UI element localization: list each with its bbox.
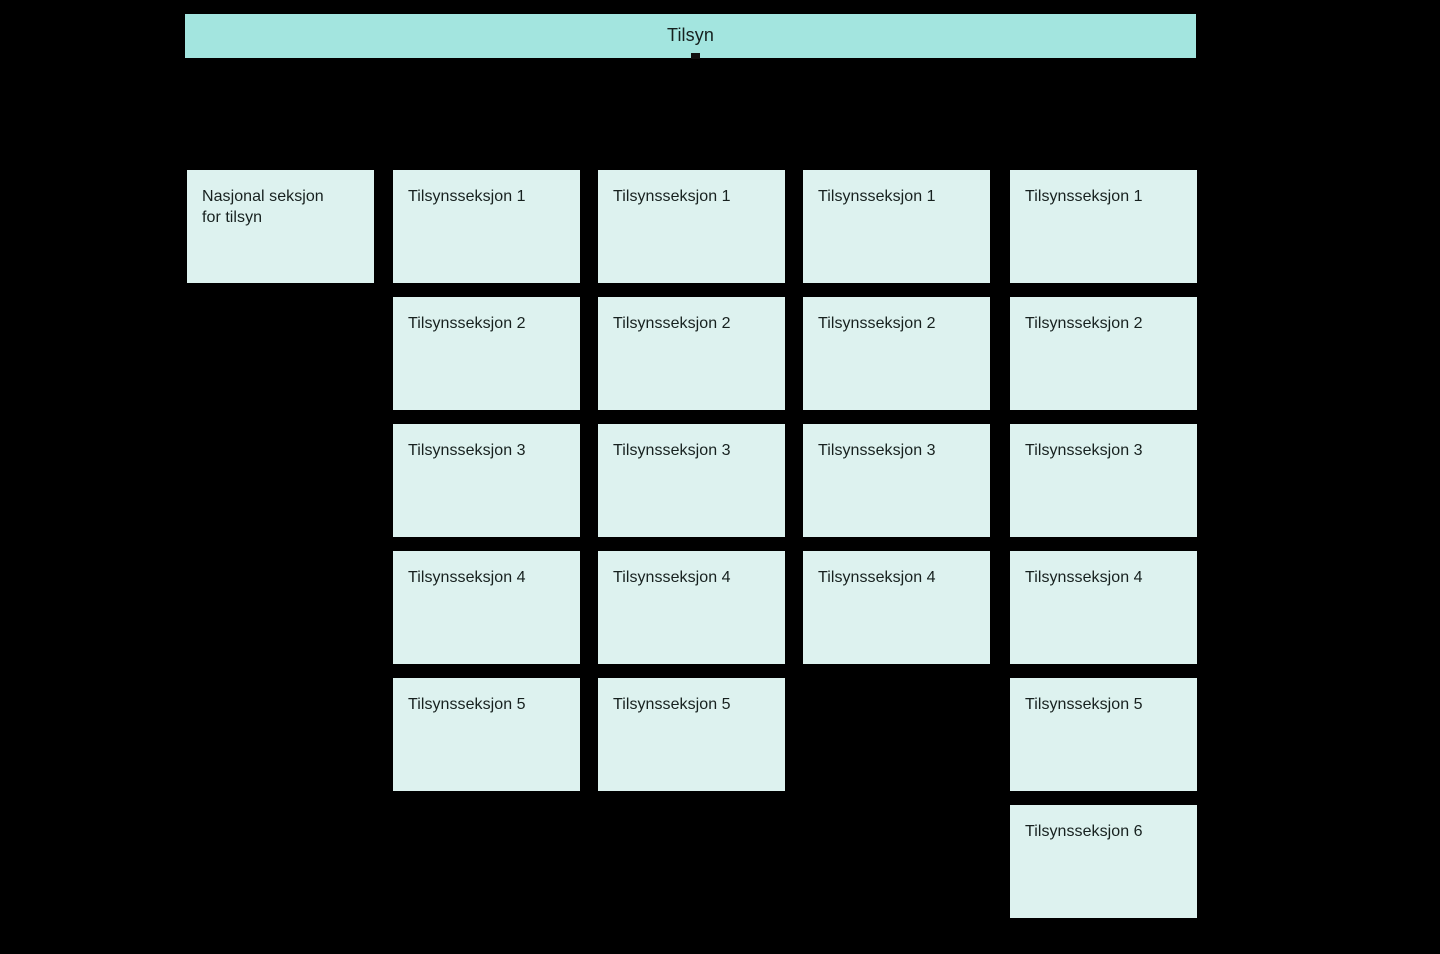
org-card[interactable]: Tilsynsseksjon 5: [393, 678, 580, 791]
org-card-label: Tilsynsseksjon 4: [818, 569, 936, 586]
org-card-label: Tilsynsseksjon 1: [613, 188, 731, 205]
org-card-label: Tilsynsseksjon 2: [818, 315, 936, 332]
org-card[interactable]: Tilsynsseksjon 2: [1010, 297, 1197, 410]
org-card[interactable]: Tilsynsseksjon 5: [1010, 678, 1197, 791]
org-card[interactable]: Nasjonal seksjon for tilsyn: [187, 170, 374, 283]
org-card-label: Tilsynsseksjon 6: [1025, 823, 1143, 840]
org-card[interactable]: Tilsynsseksjon 3: [598, 424, 785, 537]
org-card-label: Tilsynsseksjon 1: [818, 188, 936, 205]
org-card[interactable]: Tilsynsseksjon 2: [393, 297, 580, 410]
org-card[interactable]: Tilsynsseksjon 5: [598, 678, 785, 791]
org-card-label: Tilsynsseksjon 3: [1025, 442, 1143, 459]
org-card-label: Tilsynsseksjon 1: [408, 188, 526, 205]
org-card[interactable]: Tilsynsseksjon 3: [803, 424, 990, 537]
org-card-label: Tilsynsseksjon 2: [1025, 315, 1143, 332]
org-card[interactable]: Tilsynsseksjon 4: [1010, 551, 1197, 664]
org-card-label: Tilsynsseksjon 5: [613, 696, 731, 713]
org-card[interactable]: Tilsynsseksjon 1: [598, 170, 785, 283]
org-card-label: Nasjonal seksjon for tilsyn: [202, 188, 324, 227]
org-card[interactable]: Tilsynsseksjon 1: [803, 170, 990, 283]
org-card[interactable]: Tilsynsseksjon 2: [803, 297, 990, 410]
org-card-label: Tilsynsseksjon 4: [1025, 569, 1143, 586]
org-card[interactable]: Tilsynsseksjon 4: [393, 551, 580, 664]
org-card[interactable]: Tilsynsseksjon 4: [598, 551, 785, 664]
org-card[interactable]: Tilsynsseksjon 2: [598, 297, 785, 410]
org-card-label: Tilsynsseksjon 3: [408, 442, 526, 459]
org-card-label: Tilsynsseksjon 2: [408, 315, 526, 332]
org-card-label: Tilsynsseksjon 4: [613, 569, 731, 586]
org-card-label: Tilsynsseksjon 4: [408, 569, 526, 586]
org-card[interactable]: Tilsynsseksjon 6: [1010, 805, 1197, 918]
org-card-label: Tilsynsseksjon 2: [613, 315, 731, 332]
banner-connector-stub: [691, 53, 700, 59]
top-banner: Tilsyn: [185, 14, 1196, 58]
org-card[interactable]: Tilsynsseksjon 1: [393, 170, 580, 283]
org-card-label: Tilsynsseksjon 3: [613, 442, 731, 459]
top-banner-label: Tilsyn: [667, 25, 714, 46]
org-card[interactable]: Tilsynsseksjon 1: [1010, 170, 1197, 283]
org-card[interactable]: Tilsynsseksjon 4: [803, 551, 990, 664]
org-card-label: Tilsynsseksjon 5: [1025, 696, 1143, 713]
org-card-label: Tilsynsseksjon 1: [1025, 188, 1143, 205]
org-card-label: Tilsynsseksjon 5: [408, 696, 526, 713]
org-card[interactable]: Tilsynsseksjon 3: [393, 424, 580, 537]
org-card[interactable]: Tilsynsseksjon 3: [1010, 424, 1197, 537]
org-card-label: Tilsynsseksjon 3: [818, 442, 936, 459]
